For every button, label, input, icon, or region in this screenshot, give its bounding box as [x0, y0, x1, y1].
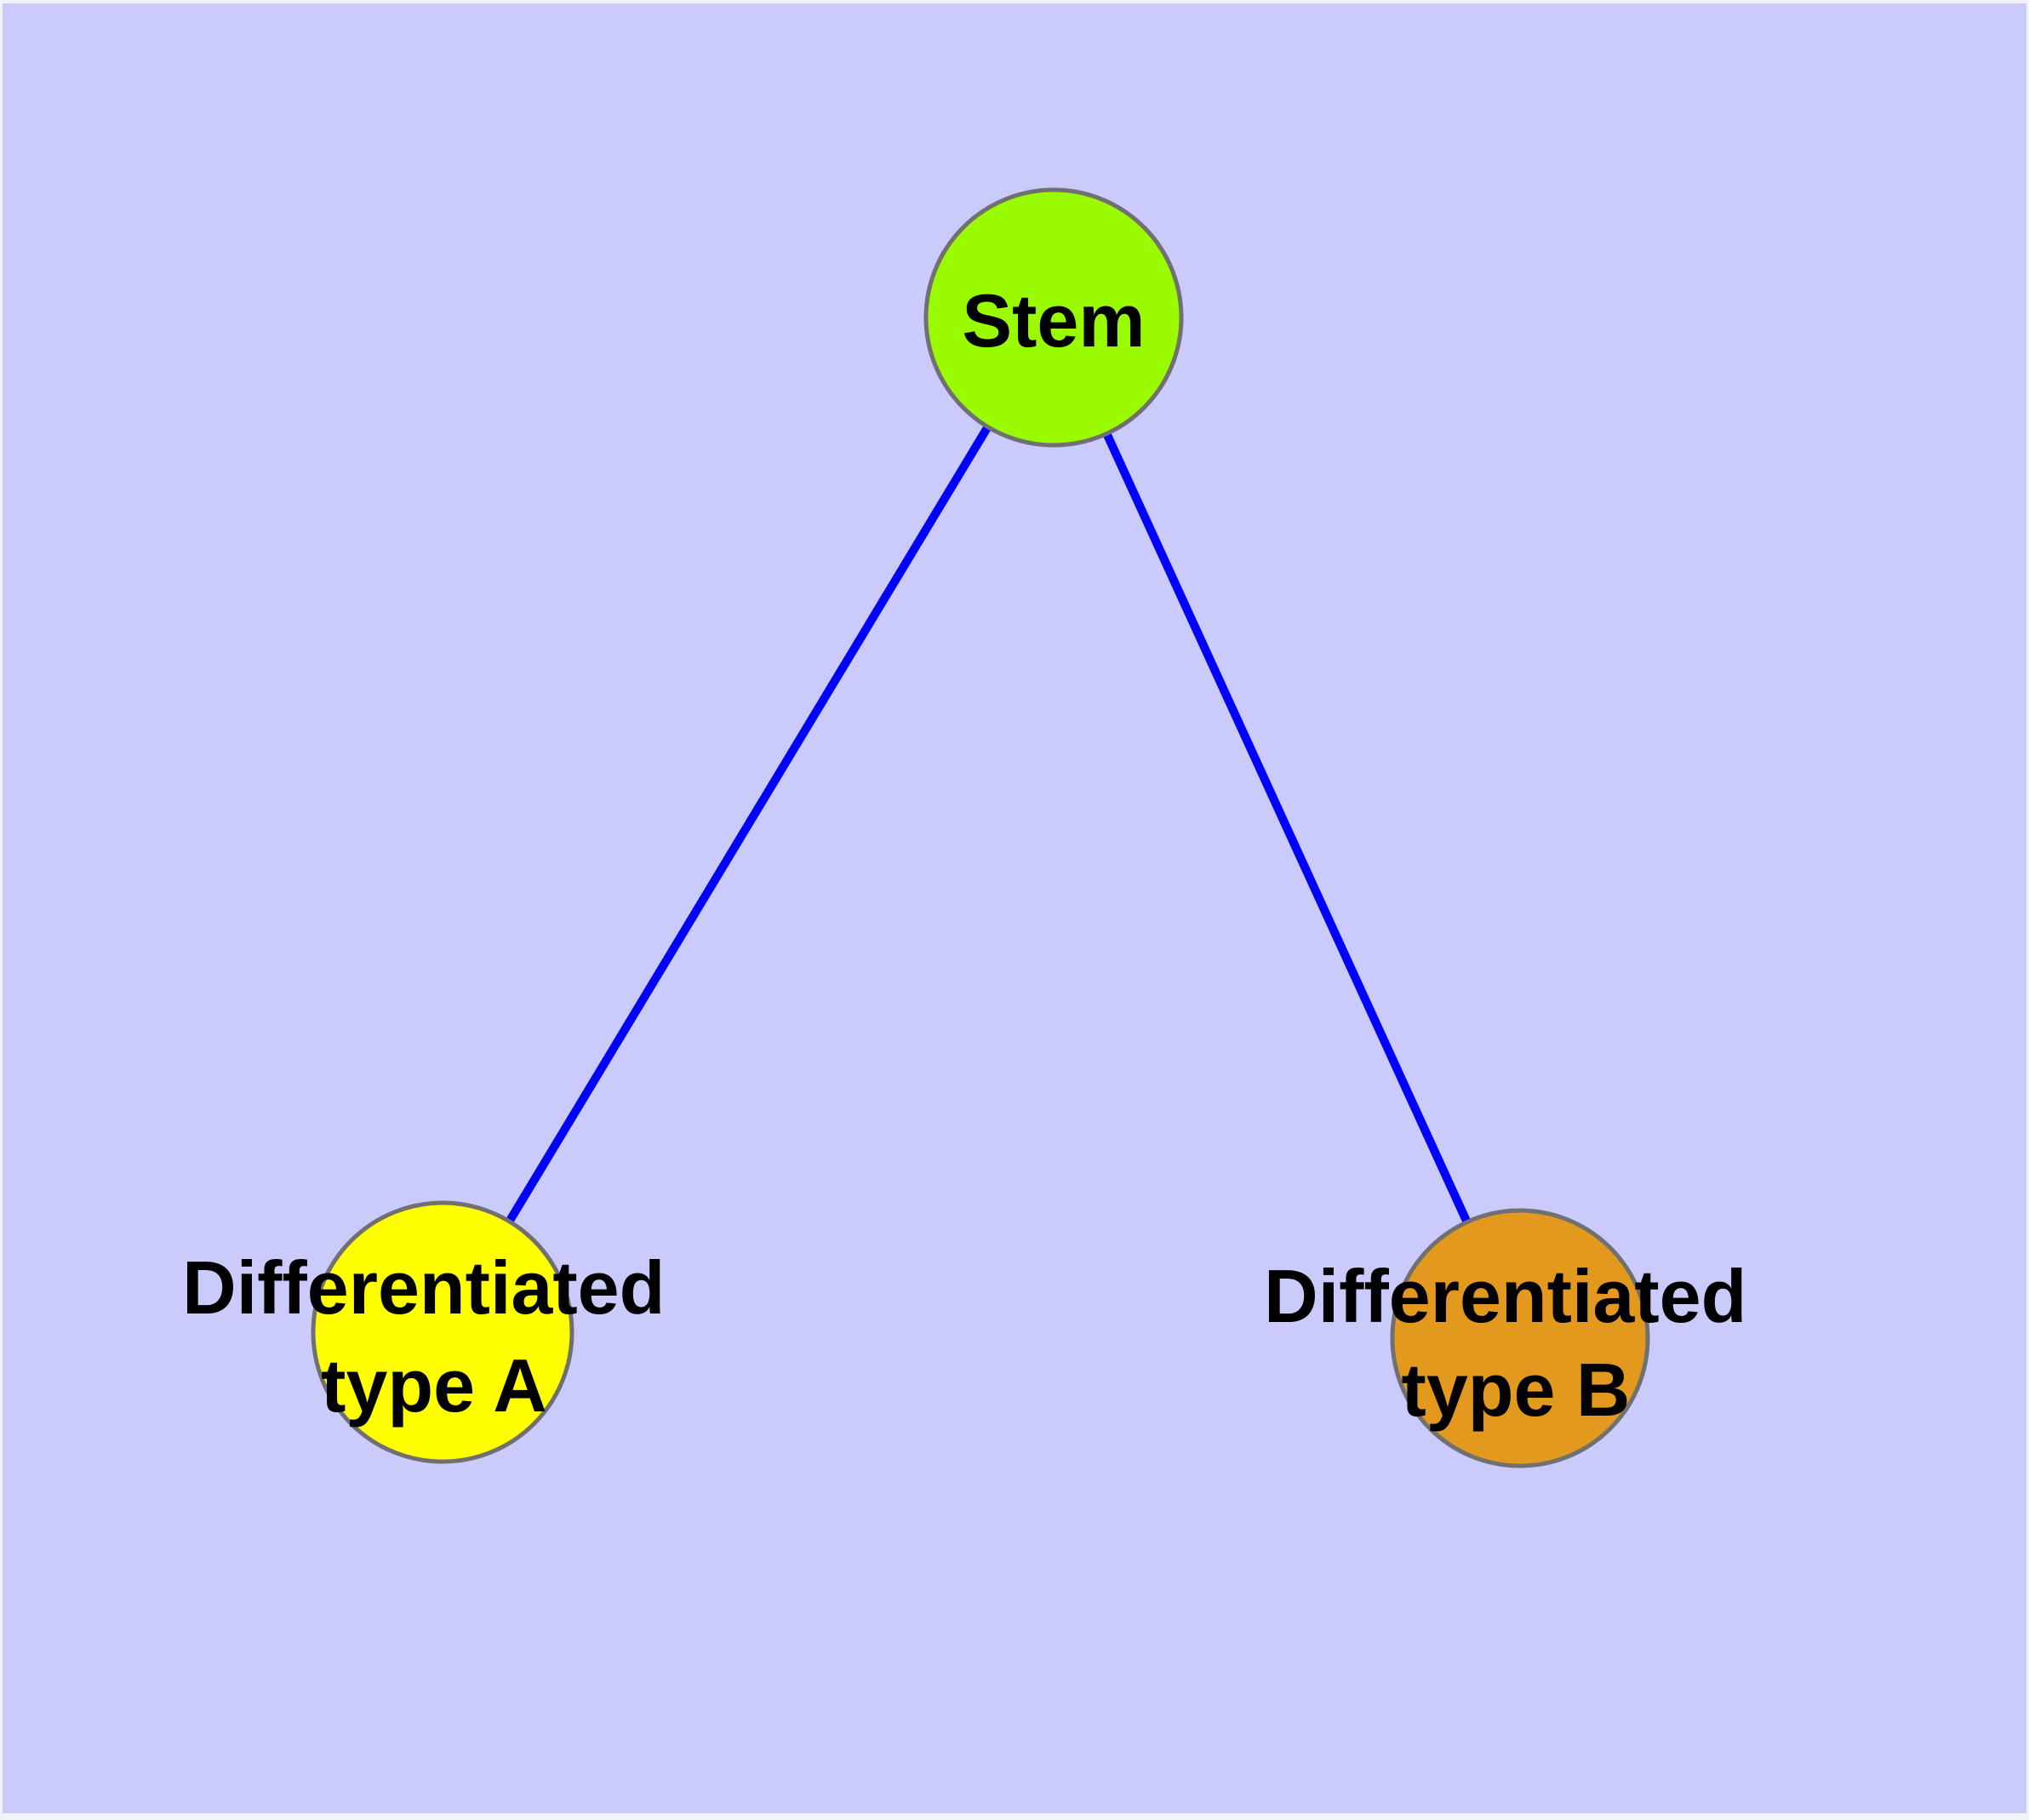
stem-node: [923, 187, 1184, 448]
type-a-label-line-2: type A: [321, 1343, 547, 1428]
differentiated-type-b-label: Differentiated type B: [1264, 1254, 1768, 1432]
differentiated-type-b-node: [1390, 1208, 1650, 1468]
edge-stem-to-type-a: [438, 315, 1058, 1335]
differentiated-type-a-node: [311, 1200, 574, 1464]
type-a-label-line-1: Differentiated: [182, 1245, 665, 1330]
stem-node-label: Stem: [962, 278, 1145, 363]
differentiated-type-a-label: Differentiated type A: [182, 1245, 686, 1428]
edge-stem-to-type-b: [1049, 315, 1524, 1341]
type-b-label-line-1: Differentiated: [1264, 1254, 1746, 1338]
type-b-label-line-2: type B: [1402, 1348, 1631, 1432]
